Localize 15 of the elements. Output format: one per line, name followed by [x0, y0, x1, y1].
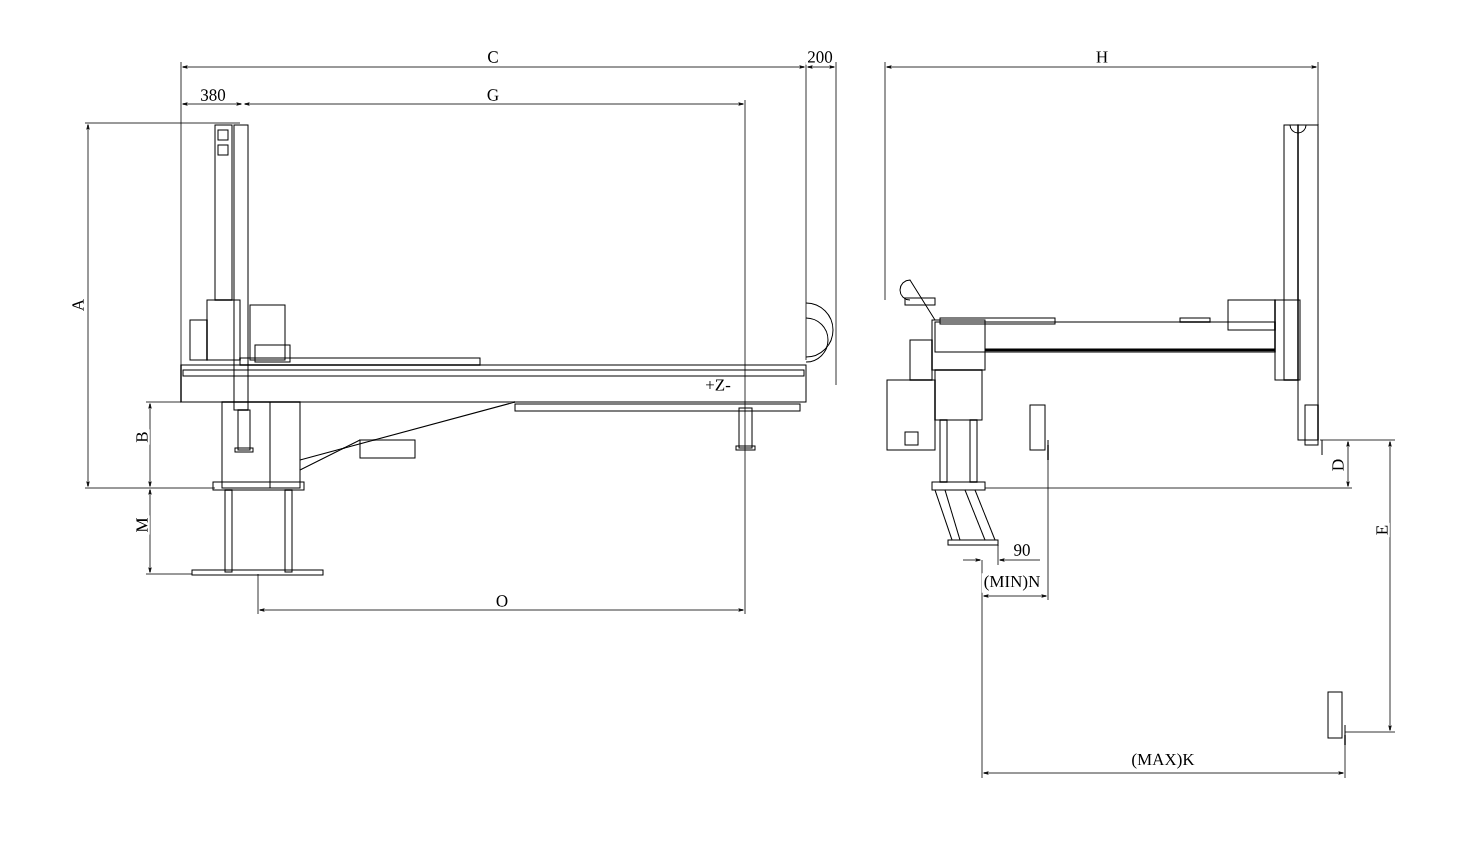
dimension-label: 380: [198, 87, 228, 103]
dimension-label: O: [493, 593, 511, 609]
dimension-label: (MAX)K: [1129, 751, 1197, 771]
dimension-label: (MIN)N: [981, 573, 1043, 593]
dimension-label: H: [1093, 49, 1111, 65]
dimension-label: B: [134, 429, 150, 445]
dimension-label: M: [134, 515, 150, 535]
dimension-label: 200: [805, 49, 835, 65]
dimension-label: 90: [1011, 542, 1033, 558]
dimension-label: A: [70, 296, 86, 314]
dimension-label: C: [485, 49, 501, 65]
dimension-label: G: [484, 87, 502, 103]
dimension-label: E: [1374, 522, 1390, 538]
dimension-label: D: [1330, 456, 1346, 474]
dimension-label: +Z-: [703, 377, 733, 393]
